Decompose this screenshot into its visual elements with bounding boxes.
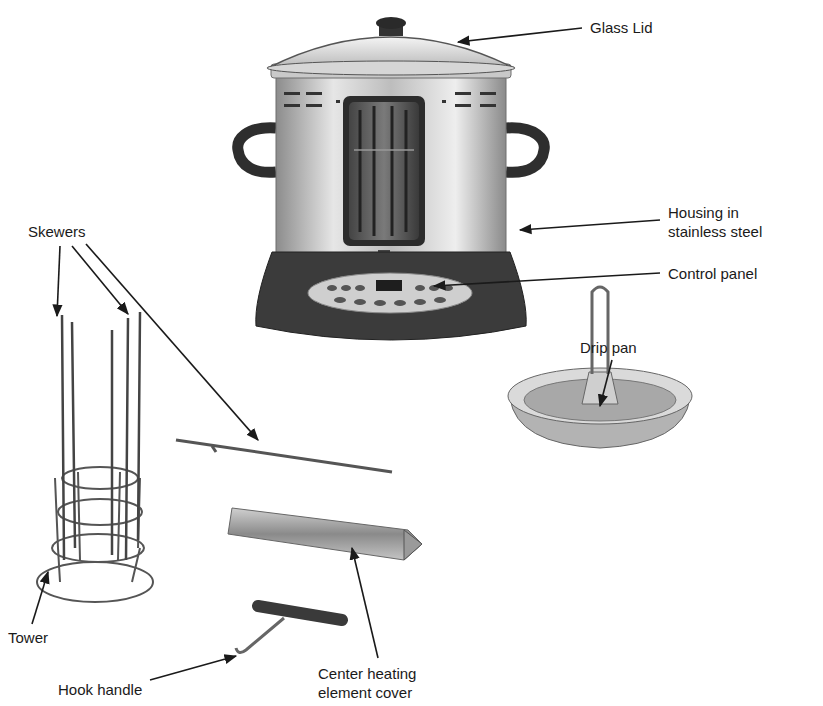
part-label: Drip pan xyxy=(580,338,637,357)
part-label: Housing in stainless steel xyxy=(668,203,793,241)
skewer-tip xyxy=(212,446,216,452)
part-label: Skewers xyxy=(28,222,86,241)
tower-rack xyxy=(37,312,153,602)
glass-lid xyxy=(267,17,515,75)
hook-handle xyxy=(236,606,342,653)
leader-lines xyxy=(32,28,660,680)
drip-pan xyxy=(508,287,692,448)
part-label: Center heating element cover xyxy=(318,664,448,702)
heating-element-cover xyxy=(228,508,422,560)
part-label: Control panel xyxy=(668,264,757,283)
rotisserie-body xyxy=(238,64,544,340)
part-label: Glass Lid xyxy=(590,18,653,37)
part-label: Hook handle xyxy=(58,680,142,699)
part-label: Tower xyxy=(8,628,48,647)
loose-skewer xyxy=(176,440,392,472)
